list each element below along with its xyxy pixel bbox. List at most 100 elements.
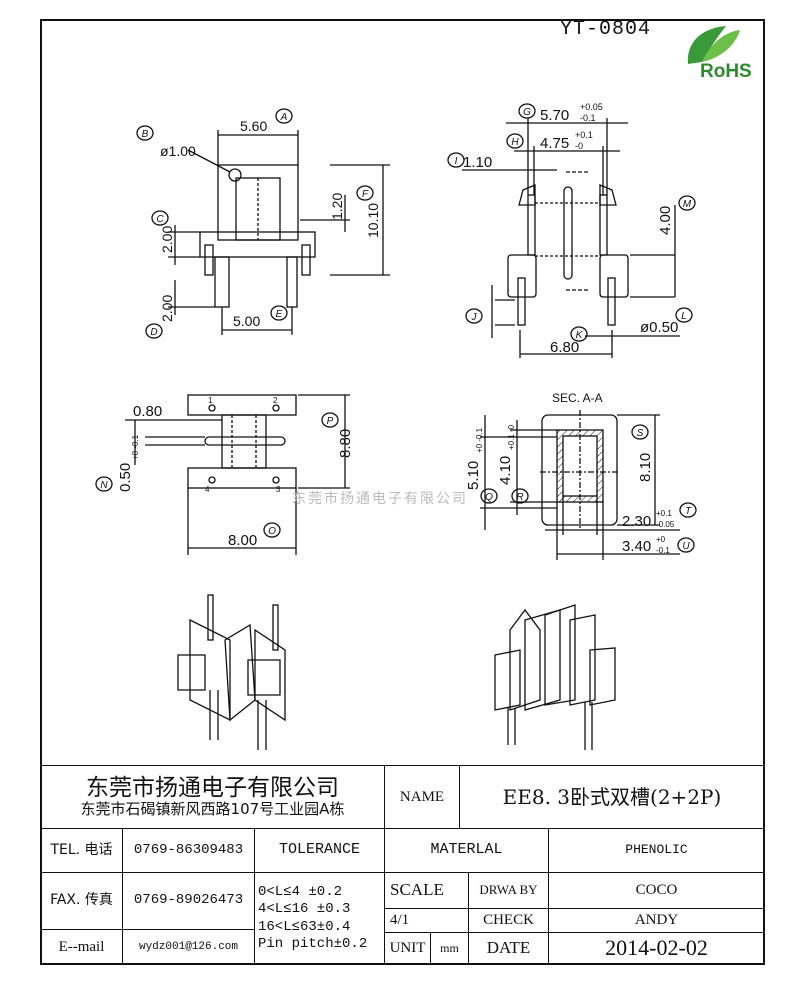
dim-ref-bubble-c: C xyxy=(151,210,169,226)
part-number: YT-0804 xyxy=(560,18,652,41)
watermark: 东莞市扬通电子有限公司 xyxy=(292,491,468,507)
dim-ref-bubble-d: D xyxy=(145,323,163,339)
bubble-letter: C xyxy=(156,214,164,225)
bubble-circle xyxy=(136,125,154,141)
dim-i-value: 1.10 xyxy=(463,154,492,171)
dim-r-value: 4.10 xyxy=(497,456,514,485)
dim-c-value: 2.00 xyxy=(159,226,175,253)
bubble-letter: J xyxy=(471,312,478,323)
email-label: E--mail xyxy=(40,929,123,965)
dim-u-tol-up: +0 xyxy=(656,535,666,544)
company-cell: 东莞市扬通电子有限公司 东莞市石碣镇新风西路107号工业园A栋 xyxy=(40,765,385,829)
bubble-letter: U xyxy=(682,541,690,552)
tel-value: 0769-86309483 xyxy=(122,828,255,873)
bubble-circle xyxy=(356,185,374,201)
dim-g-value: 5.70 xyxy=(540,107,569,124)
pin-number-3: 3 xyxy=(276,485,281,494)
dim-d-value: 2.00 xyxy=(159,295,175,322)
bubble-letter: Q xyxy=(485,492,493,503)
scale-value: 4/1 xyxy=(384,908,469,933)
bubble-letter: I xyxy=(455,156,458,167)
bubble-circle xyxy=(465,308,483,324)
bubble-letter: R xyxy=(516,492,523,503)
bubble-letter: T xyxy=(685,506,692,517)
dim-ref-bubble-s: S xyxy=(631,424,649,440)
dim-q-value: 5.10 xyxy=(465,461,482,490)
dim-ref-bubble-f: F xyxy=(356,185,374,201)
pin-number-2: 2 xyxy=(273,396,278,405)
company-address: 东莞市石碣镇新风西路107号工业园A栋 xyxy=(80,800,345,819)
company-name: 东莞市扬通电子有限公司 xyxy=(86,775,339,802)
bubble-circle xyxy=(678,195,696,211)
bubble-circle xyxy=(263,522,281,538)
bubble-circle xyxy=(145,323,163,339)
dim-ref-bubble-t: T xyxy=(679,502,697,518)
top-view: 1 2 3 4 0.80 0.50 +0 -0.1 8.80 8.00 xyxy=(117,394,354,555)
bubble-circle xyxy=(677,537,695,553)
unit-value: mm xyxy=(430,932,469,965)
fax-label: FAX. 传真 xyxy=(40,872,123,930)
dim-ref-bubble-i: I xyxy=(447,152,465,168)
material-label: MATERLAL xyxy=(384,828,549,873)
dim-k-value: 6.80 xyxy=(550,339,579,356)
tolerance-label: TOLERANCE xyxy=(254,828,385,873)
bubble-circle xyxy=(631,424,649,440)
bubble-circle xyxy=(511,488,529,504)
bubble-letter: L xyxy=(681,311,687,322)
dim-ref-bubble-l: L xyxy=(675,307,693,323)
section-view: SEC. A-A 5.10 4.10 +0 -0.1 +0.1 -0 8.10 … xyxy=(465,391,680,560)
dim-t-tol-dn: -0.05 xyxy=(656,520,675,529)
dim-ref-bubble-n: N xyxy=(95,476,113,492)
bubble-circle xyxy=(270,305,288,321)
bubble-letter: N xyxy=(100,480,108,491)
bubble-circle xyxy=(480,488,498,504)
bubble-circle xyxy=(95,476,113,492)
drawn-by-value: COCO xyxy=(548,872,765,909)
pin-number-1: 1 xyxy=(208,396,213,405)
dim-t-tol-up: +0.1 xyxy=(656,509,672,518)
name-label: NAME xyxy=(384,765,460,829)
dim-a-value: 5.60 xyxy=(240,118,267,134)
tolerance-table: 0<L≤4 ±0.2 4<L≤16 ±0.3 16<L≤63±0.4 Pin p… xyxy=(254,872,385,965)
dim-ref-bubble-q: Q xyxy=(480,488,498,504)
dim-s-value: 8.10 xyxy=(637,453,654,482)
bubble-letter: K xyxy=(576,330,584,341)
dim-o-value: 8.00 xyxy=(228,532,257,549)
dim-r-tol: +0.1 -0 xyxy=(507,424,516,450)
tel-label: TEL. 电话 xyxy=(40,828,123,873)
part-name: EE8. 3卧式双槽(2+2P) xyxy=(459,765,765,829)
bubble-letter: E xyxy=(276,309,283,320)
dim-p-value: 8.80 xyxy=(337,429,354,458)
date-value: 2014-02-02 xyxy=(548,932,765,965)
dim-ref-bubble-g: G xyxy=(518,103,536,119)
technical-drawing: 5.60 ø1.00 2.00 2.00 5.00 10.10 1.20 xyxy=(95,102,697,750)
bubble-circle xyxy=(447,152,465,168)
rohs-text: RoHS xyxy=(700,61,752,80)
bubble-letter: F xyxy=(362,189,369,200)
dim-e-value: 5.00 xyxy=(233,313,260,329)
dim-ref-bubble-j: J xyxy=(465,308,483,324)
bubble-circle xyxy=(321,412,339,428)
bubble-circle xyxy=(506,133,524,149)
dim-f-value: 10.10 xyxy=(365,203,381,238)
dim-h-value: 4.75 xyxy=(540,135,569,152)
dim-ref-bubble-u: U xyxy=(677,537,695,553)
dim-f2-value: 1.20 xyxy=(329,193,345,220)
date-label: DATE xyxy=(468,932,549,965)
bubble-circle xyxy=(679,502,697,518)
scale-label: SCALE xyxy=(384,872,469,909)
bubble-letter: M xyxy=(683,199,692,210)
dim-t-value: 2.30 xyxy=(622,513,651,530)
dim-m-value: 4.00 xyxy=(657,206,674,235)
unit-label: UNIT xyxy=(384,932,431,965)
bubble-letter: D xyxy=(150,327,157,338)
pin-number-4: 4 xyxy=(205,485,210,494)
bubble-letter: H xyxy=(511,137,519,148)
side-view: 5.70 +0.05 -0.1 4.75 +0.1 -0 1.10 6.80 ø… xyxy=(462,102,680,358)
tolerance-row: 16<L≤63±0.4 xyxy=(258,918,351,935)
dim-n2-value: 0.80 xyxy=(133,403,162,420)
dim-ref-bubble-o: O xyxy=(263,522,281,538)
section-label: SEC. A-A xyxy=(552,391,603,405)
email-value: wydz001@126.com xyxy=(122,929,255,965)
dim-u-tol-dn: -0.1 xyxy=(656,546,670,555)
